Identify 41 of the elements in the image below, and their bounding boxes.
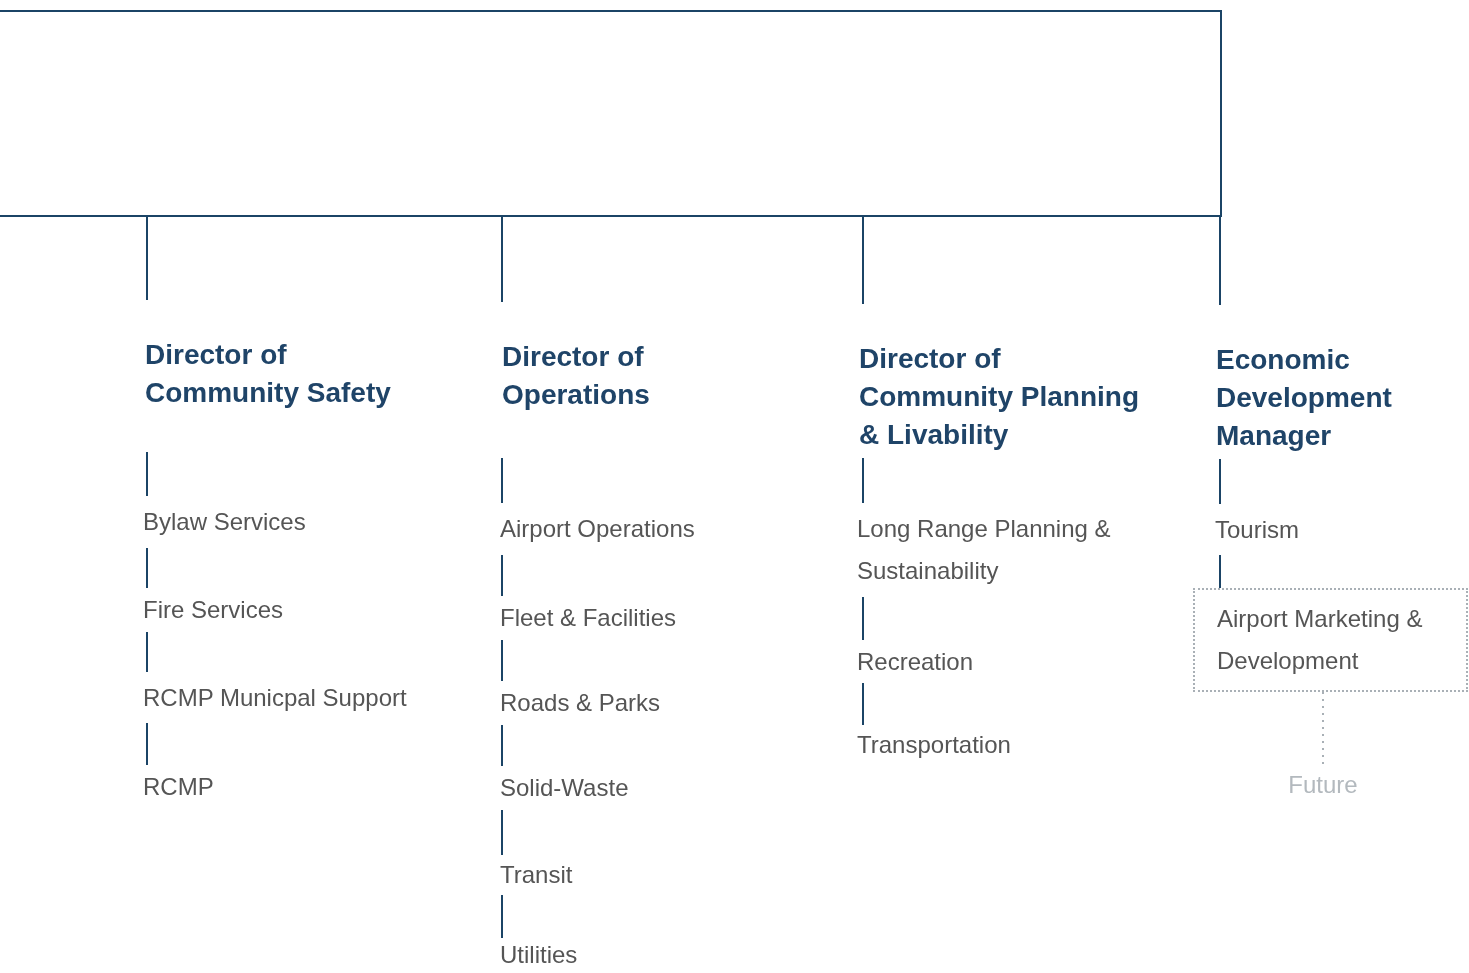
- connector-line: [146, 722, 148, 766]
- connector-line: [501, 894, 503, 939]
- connector-line: [501, 554, 503, 597]
- connector-line: [501, 809, 503, 856]
- unit-label: Recreation: [857, 646, 975, 677]
- connector-line: [862, 596, 864, 641]
- unit-label: Fire Services: [143, 595, 285, 625]
- connector-line: [501, 724, 503, 767]
- unit-label: Tourism: [1215, 514, 1300, 545]
- unit-label: RCMP: [143, 772, 215, 802]
- connector-line: [146, 631, 148, 673]
- unit-label: Airport Marketing & Development: [1217, 604, 1424, 676]
- future-label: Future: [1287, 770, 1359, 800]
- role-heading: Economic Development Manager: [1216, 343, 1393, 453]
- connector-line: [862, 216, 864, 305]
- connector-line: [1219, 458, 1221, 505]
- unit-label: Bylaw Services: [143, 507, 307, 537]
- unit-label: Long Range Planning & Sustainability: [857, 514, 1112, 586]
- unit-label: Transit: [500, 860, 574, 890]
- unit-label: Roads & Parks: [500, 688, 662, 718]
- connector-line: [501, 216, 503, 303]
- role-heading: Director of Community Safety: [145, 338, 392, 410]
- unit-label: Solid-Waste: [500, 773, 630, 803]
- role-heading: Director of Community Planning & Livability: [859, 342, 1140, 452]
- connector-line: [1219, 216, 1221, 306]
- unit-label: Airport Operations: [500, 514, 696, 544]
- connector-line: [501, 457, 503, 504]
- connector-line: [501, 639, 503, 682]
- dotted-box: [1193, 588, 1468, 692]
- connector-line: [1219, 554, 1221, 589]
- connector-line: [862, 682, 864, 726]
- connector-line: [146, 547, 148, 589]
- unit-label: Utilities: [500, 940, 579, 970]
- org-frame: [0, 10, 1222, 217]
- connector-line: [146, 451, 148, 497]
- connector-line: [146, 216, 148, 301]
- unit-label: Fleet & Facilities: [500, 603, 678, 633]
- connector-line: [862, 457, 864, 504]
- role-heading: Director of Operations: [502, 340, 651, 412]
- unit-label: RCMP Municpal Support: [143, 682, 408, 713]
- unit-label: Transportation: [857, 730, 1012, 760]
